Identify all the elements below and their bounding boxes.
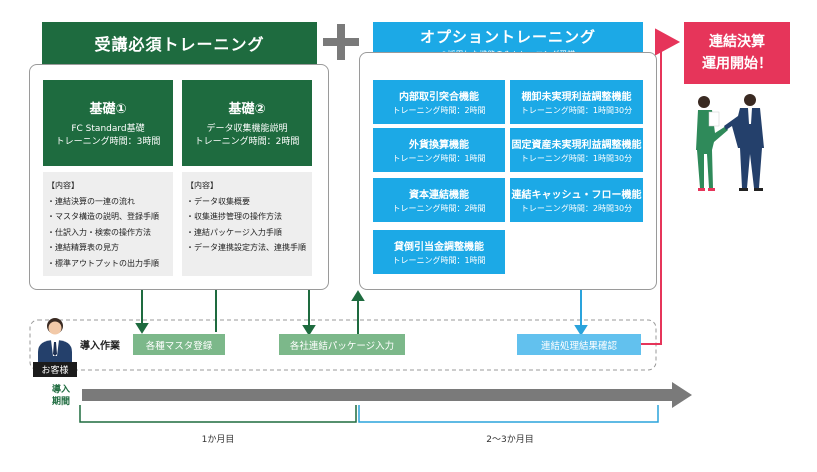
period-months-2-3: 2〜3か月目 <box>486 435 534 445</box>
go-live-line1: 連結決算 <box>709 34 765 50</box>
module-duration: トレーニング時間：2時間 <box>392 204 486 213</box>
list-item: ・収集進捗管理の操作方法 <box>186 212 282 221</box>
go-live-box: 連結決算 運用開始！ <box>684 22 790 84</box>
module-duration: トレーニング時間：2時間 <box>392 106 486 115</box>
module-duration: トレーニング時間：1時間 <box>392 154 486 163</box>
module-duration: トレーニング時間：1時間 <box>392 256 486 265</box>
list-item: ・標準アウトプットの出力手順 <box>47 258 159 268</box>
card-duration: トレーニング時間：2時間 <box>194 136 300 147</box>
required-training-header: 受講必須トレーニング <box>42 22 317 64</box>
module-duration: トレーニング時間：2時間30分 <box>520 204 633 213</box>
handshake-illustration-icon <box>696 94 764 191</box>
module-duration: トレーニング時間：1時間30分 <box>520 154 633 163</box>
contents-label: 【内容】 <box>47 181 79 190</box>
card-title: 基礎② <box>228 101 266 117</box>
card-basics-1-contents: 【内容】 ・連結決算の一連の流れ ・マスタ構造の説明、登録手順 ・仕訳入力・検索… <box>43 172 173 276</box>
timeline-label-line1: 導入 <box>51 385 70 395</box>
module-name: 資本連結機能 <box>409 190 469 201</box>
task-master-registration: 各種マスタ登録 <box>133 334 225 355</box>
card-duration: トレーニング時間：3時間 <box>55 136 161 147</box>
optional-module: 固定資産未実現利益調整機能 トレーニング時間：1時間30分 <box>510 128 643 172</box>
module-name: 連結キャッシュ・フロー機能 <box>511 190 642 201</box>
card-subtitle: データ収集機能説明 <box>206 123 288 134</box>
module-name: 貸倒引当金調整機能 <box>394 242 484 253</box>
card-basics-2-header: 基礎② データ収集機能説明 トレーニング時間：2時間 <box>182 80 312 166</box>
card-basics-1-header: 基礎① FC Standard基礎 トレーニング時間：3時間 <box>43 80 173 166</box>
implementation-label: 導入作業 <box>80 341 120 352</box>
module-name: 固定資産未実現利益調整機能 <box>511 140 642 151</box>
module-duration: トレーニング時間：1時間30分 <box>520 106 633 115</box>
optional-module: 棚卸未実現利益調整機能 トレーニング時間：1時間30分 <box>510 80 643 124</box>
period-month-1: 1か月目 <box>201 435 235 445</box>
list-item: ・仕訳入力・検索の操作方法 <box>47 227 151 237</box>
list-item: ・マスタ構造の説明、登録手順 <box>47 212 159 221</box>
optional-training-title: オプショントレーニング <box>419 28 596 46</box>
list-item: ・データ連携設定方法、連携手順 <box>186 243 306 252</box>
list-item: ・データ収集概要 <box>186 196 250 206</box>
module-name: 内部取引突合機能 <box>399 92 479 103</box>
list-item: ・連結精算表の見方 <box>47 243 119 252</box>
customer-label: お客様 <box>33 362 77 377</box>
task-result-check: 連結処理結果確認 <box>517 334 641 355</box>
optional-module: 資本連結機能 トレーニング時間：2時間 <box>373 178 505 222</box>
timeline-label-line2: 期間 <box>51 397 70 407</box>
optional-module: 内部取引突合機能 トレーニング時間：2時間 <box>373 80 505 124</box>
module-name: 外貨換算機能 <box>409 140 469 151</box>
card-basics-2-contents: 【内容】 ・データ収集概要 ・収集進捗管理の操作方法 ・連結パッケージ入力手順 … <box>182 172 312 276</box>
list-item: ・連結決算の一連の流れ <box>47 196 135 206</box>
contents-label: 【内容】 <box>186 181 218 190</box>
optional-module: 外貨換算機能 トレーニング時間：1時間 <box>373 128 505 172</box>
module-name: 棚卸未実現利益調整機能 <box>521 92 632 103</box>
timeline-label: 導入 期間 <box>46 384 76 408</box>
card-subtitle: FC Standard基礎 <box>71 123 145 134</box>
optional-module: 連結キャッシュ・フロー機能 トレーニング時間：2時間30分 <box>510 178 643 222</box>
optional-module: 貸倒引当金調整機能 トレーニング時間：1時間 <box>373 230 505 274</box>
go-live-line2: 運用開始！ <box>702 56 772 72</box>
required-training-title: 受講必須トレーニング <box>94 35 265 54</box>
plus-icon <box>323 24 359 60</box>
card-title: 基礎① <box>89 101 127 117</box>
task-package-input: 各社連結パッケージ入力 <box>279 334 405 355</box>
list-item: ・連結パッケージ入力手順 <box>186 227 282 237</box>
